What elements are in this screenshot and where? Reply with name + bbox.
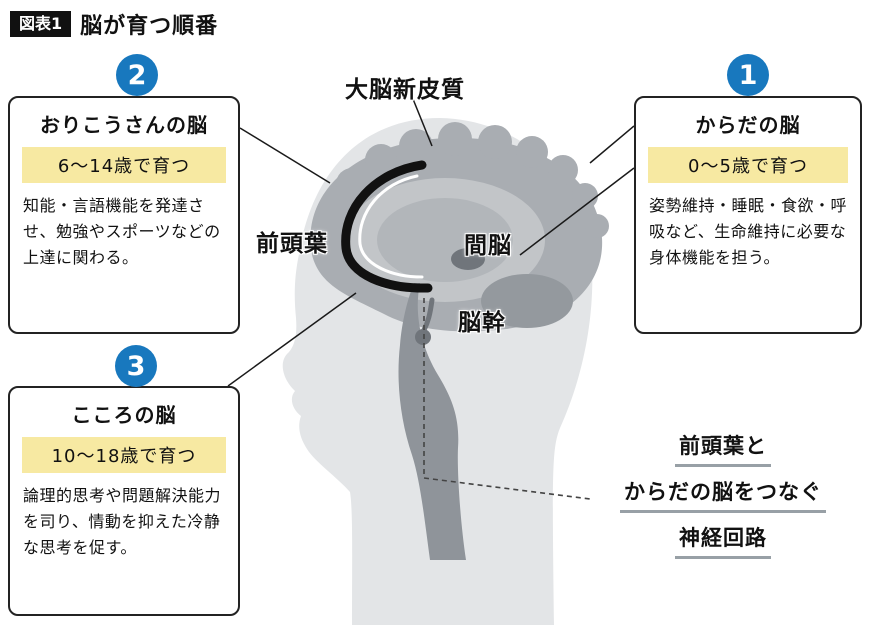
callout-body-brain: からだの脳 0～5歳で育つ 姿勢維持・睡眠・食欲・呼吸など、生命維持に必要な身体… xyxy=(634,96,862,334)
figure-header: 図表1 脳が育つ順番 xyxy=(10,8,218,40)
age-highlight: 10～18歳で育つ xyxy=(22,437,226,473)
step-badge-3: 3 xyxy=(115,345,157,387)
cerebellum xyxy=(481,274,573,328)
pituitary-stalk xyxy=(421,297,435,333)
page-title: 脳が育つ順番 xyxy=(80,14,219,39)
callout-description: 知能・言語機能を発達させ、勉強やスポーツなどの上達に関わる。 xyxy=(23,196,221,267)
dashed-connector xyxy=(423,298,591,500)
annotation-line-2: からだの脳をつなぐ xyxy=(620,476,826,513)
label-frontal-lobe: 前頭葉 xyxy=(256,231,328,257)
pituitary xyxy=(415,329,431,345)
connector-lines xyxy=(227,98,635,387)
annotation-line-3: 神経回路 xyxy=(675,522,771,559)
callout-description: 論理的思考や問題解決能力を司り、情動を抑えた冷静な思考を促す。 xyxy=(23,486,222,557)
neural-circuit-highlight xyxy=(358,174,424,279)
diencephalon-shape xyxy=(451,248,485,270)
neural-circuit-annotation: 前頭葉と からだの脳をつなぐ 神経回路 xyxy=(592,430,854,568)
callout-description: 姿勢維持・睡眠・食欲・呼吸など、生命維持に必要な身体機能を担う。 xyxy=(649,196,848,267)
label-neocortex: 大脳新皮質 xyxy=(345,77,465,103)
label-diencephalon: 間脳 xyxy=(464,233,512,259)
age-highlight: 6～14歳で育つ xyxy=(22,147,226,183)
neural-circuit-curve xyxy=(341,160,433,293)
figure-badge: 図表1 xyxy=(10,11,72,37)
callout-title: おりこうさんの脳 xyxy=(40,113,208,137)
annotation-line-1: 前頭葉と xyxy=(675,430,771,467)
step-badge-2: 2 xyxy=(116,54,158,96)
brainstem-shape xyxy=(398,283,466,560)
callout-smart-brain: おりこうさんの脳 6～14歳で育つ 知能・言語機能を発達させ、勉強やスポーツなど… xyxy=(8,96,240,334)
label-brainstem: 脳幹 xyxy=(458,310,506,336)
callout-title: こころの脳 xyxy=(71,403,177,427)
step-badge-1: 1 xyxy=(727,54,769,96)
age-highlight: 0～5歳で育つ xyxy=(648,147,848,183)
callout-title: からだの脳 xyxy=(695,113,801,137)
callout-heart-brain: こころの脳 10～18歳で育つ 論理的思考や問題解決能力を司り、情動を抑えた冷静… xyxy=(8,386,240,616)
